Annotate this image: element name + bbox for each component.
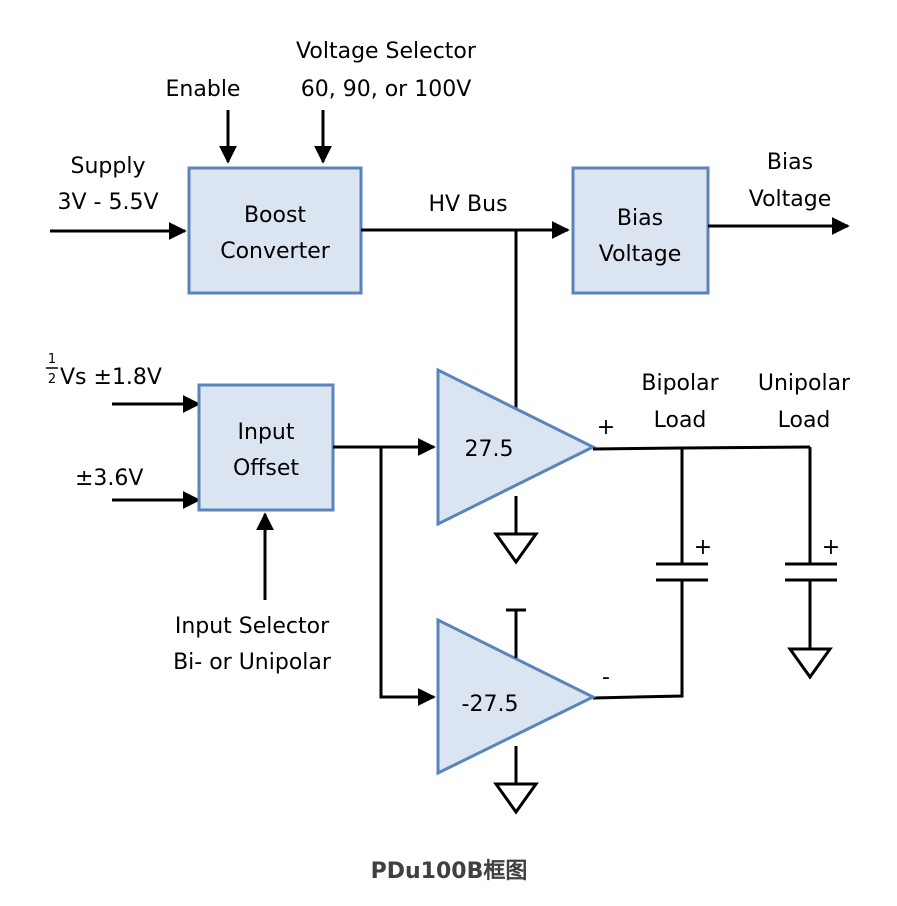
bias-voltage-subtitle: Voltage bbox=[599, 242, 682, 267]
input-offset-block: Input Offset bbox=[197, 383, 335, 512]
boost-converter-block: Boost Converter bbox=[187, 166, 363, 295]
input-offset-title: Input bbox=[238, 420, 295, 445]
negative-amp-gain: -27.5 bbox=[462, 692, 519, 717]
bias-voltage-block: Bias Voltage bbox=[571, 166, 710, 295]
fraction-denominator: 2 bbox=[48, 372, 56, 387]
voltage-selector-options: 60, 90, or 100V bbox=[301, 77, 472, 102]
positive-output-wire bbox=[592, 445, 811, 451]
negative-amplifier: -27.5 bbox=[436, 617, 597, 776]
boost-converter-title: Boost bbox=[244, 203, 306, 228]
ground-icon bbox=[787, 647, 833, 680]
input-selector-label: Input Selector bbox=[175, 614, 330, 639]
input1-voltage: Vs ±1.8V bbox=[60, 365, 162, 390]
bipolar-cap-plus: + bbox=[694, 535, 712, 560]
unipolar-load-capacitor bbox=[785, 447, 837, 649]
diagram-caption: PDu100B框图 bbox=[371, 859, 528, 884]
offset-to-neg-amp-wire bbox=[379, 447, 436, 706]
bias-output-sublabel: Voltage bbox=[749, 187, 832, 212]
bias-output-label: Bias bbox=[767, 150, 813, 175]
input-selector-options: Bi- or Unipolar bbox=[173, 650, 332, 675]
input-offset-subtitle: Offset bbox=[233, 456, 299, 481]
bias-voltage-title: Bias bbox=[617, 206, 663, 231]
unipolar-load-label: Unipolar bbox=[758, 371, 851, 396]
positive-output-polarity: + bbox=[597, 415, 615, 440]
ground-icon bbox=[493, 532, 539, 565]
unipolar-load-sublabel: Load bbox=[778, 408, 831, 433]
supply-label: Supply bbox=[71, 154, 146, 179]
boost-converter-subtitle: Converter bbox=[220, 239, 331, 264]
unipolar-cap-plus: + bbox=[822, 535, 840, 560]
enable-label: Enable bbox=[166, 77, 241, 102]
positive-amp-gain: 27.5 bbox=[465, 437, 514, 462]
fraction-numerator: 1 bbox=[48, 352, 56, 367]
bipolar-load-sublabel: Load bbox=[654, 408, 707, 433]
positive-amplifier: 27.5 bbox=[436, 367, 597, 527]
bipolar-load-capacitor bbox=[592, 448, 708, 700]
input1-label: 1 2 Vs ±1.8V bbox=[46, 352, 162, 390]
hv-bus-label: HV Bus bbox=[428, 192, 507, 217]
voltage-selector-label: Voltage Selector bbox=[296, 39, 477, 64]
bipolar-load-label: Bipolar bbox=[641, 371, 719, 396]
negative-output-polarity: - bbox=[602, 665, 610, 690]
supply-range: 3V - 5.5V bbox=[57, 190, 158, 215]
ground-icon bbox=[493, 782, 539, 815]
input2-voltage: ±3.6V bbox=[75, 466, 143, 491]
